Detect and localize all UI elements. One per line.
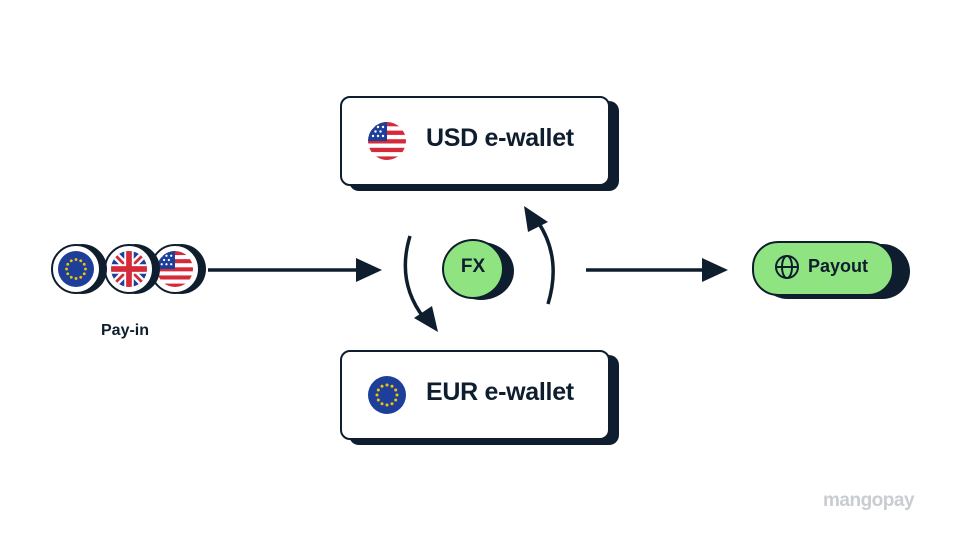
us-flag-icon (157, 251, 193, 287)
eu-flag-icon (368, 376, 406, 414)
fx-to-eur-arrow (403, 235, 438, 332)
usd-wallet-label: USD e-wallet (426, 124, 574, 152)
us-flag-icon (368, 122, 406, 160)
payin-coin-gbp (104, 244, 160, 294)
payin-label: Pay-in (101, 322, 150, 339)
fx-node: FX (442, 239, 522, 301)
eur-wallet-label: EUR e-wallet (426, 378, 574, 406)
globe-icon (775, 255, 799, 279)
payout-node: Payout (752, 241, 912, 301)
payin-to-fx-arrow (208, 258, 382, 282)
brand-logo: mangopay (823, 490, 915, 511)
payin-coin-usd (150, 244, 206, 294)
fx-to-usd-arrow (524, 206, 555, 305)
payin-coin-eur (51, 244, 107, 294)
uk-flag-icon (111, 251, 147, 287)
usd-wallet-card: USD e-wallet (340, 96, 619, 191)
payout-label: Payout (808, 256, 869, 276)
eu-flag-icon (58, 251, 94, 287)
fx-to-payout-arrow (586, 258, 728, 282)
eur-wallet-card: EUR e-wallet (340, 350, 619, 445)
fx-label: FX (460, 256, 486, 277)
